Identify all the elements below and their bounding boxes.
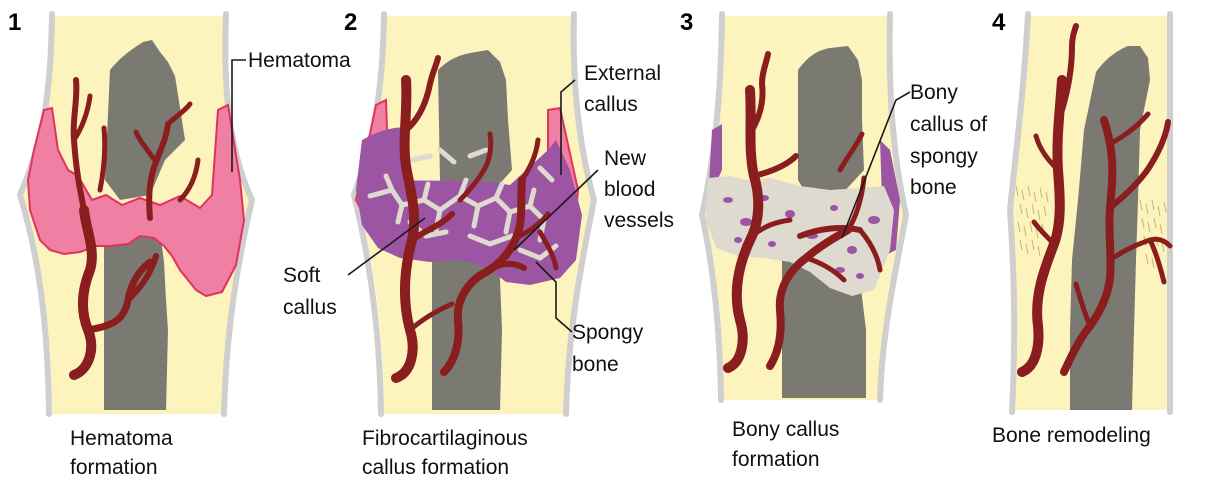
label-new-blood-vessels-line-3: vessels — [604, 209, 674, 232]
label-soft-callus-line-2: callus — [283, 296, 337, 319]
panel-3-number: 3 — [680, 9, 693, 36]
label-hematoma: Hematoma — [248, 49, 351, 72]
label-external-callus-line-1: External — [584, 62, 661, 85]
panel-3-marrow-upper — [798, 46, 864, 200]
label-bony-callus-line-4: bone — [910, 176, 957, 199]
panel-4-number: 4 — [992, 9, 1006, 36]
label-bony-callus-line-3: spongy — [910, 145, 978, 168]
panel-2 — [348, 14, 598, 414]
panel-2-caption-line-1: Fibrocartilaginous — [362, 427, 528, 450]
panel-2-marrow-upper — [438, 50, 512, 200]
panel-2-caption-line-2: callus formation — [362, 456, 509, 479]
panel-4 — [1010, 14, 1170, 412]
panel-1 — [20, 14, 252, 414]
label-new-blood-vessels-line-2: blood — [604, 178, 655, 201]
panel-1-number: 1 — [8, 9, 21, 36]
label-bony-callus-line-2: callus of — [910, 113, 987, 136]
panel-4-caption: Bone remodeling — [992, 424, 1151, 447]
label-bony-callus-line-1: Bony — [910, 81, 958, 104]
label-external-callus-line-2: callus — [584, 93, 638, 116]
panel-1-caption-line-1: Hematoma — [70, 427, 173, 450]
panel-1-caption-line-2: formation — [70, 456, 158, 479]
panel-3-caption-line-1: Bony callus — [732, 418, 839, 441]
panel-2-number: 2 — [344, 9, 357, 36]
label-spongy-bone-line-2: bone — [572, 353, 619, 376]
label-spongy-bone-line-1: Spongy — [572, 321, 644, 344]
panel-3 — [702, 14, 910, 400]
panel-captions: Hematoma formation Fibrocartilaginous ca… — [70, 418, 1151, 479]
label-soft-callus-line-1: Soft — [283, 264, 321, 287]
label-new-blood-vessels-line-1: New — [604, 147, 647, 170]
panel-3-caption-line-2: formation — [732, 448, 820, 471]
